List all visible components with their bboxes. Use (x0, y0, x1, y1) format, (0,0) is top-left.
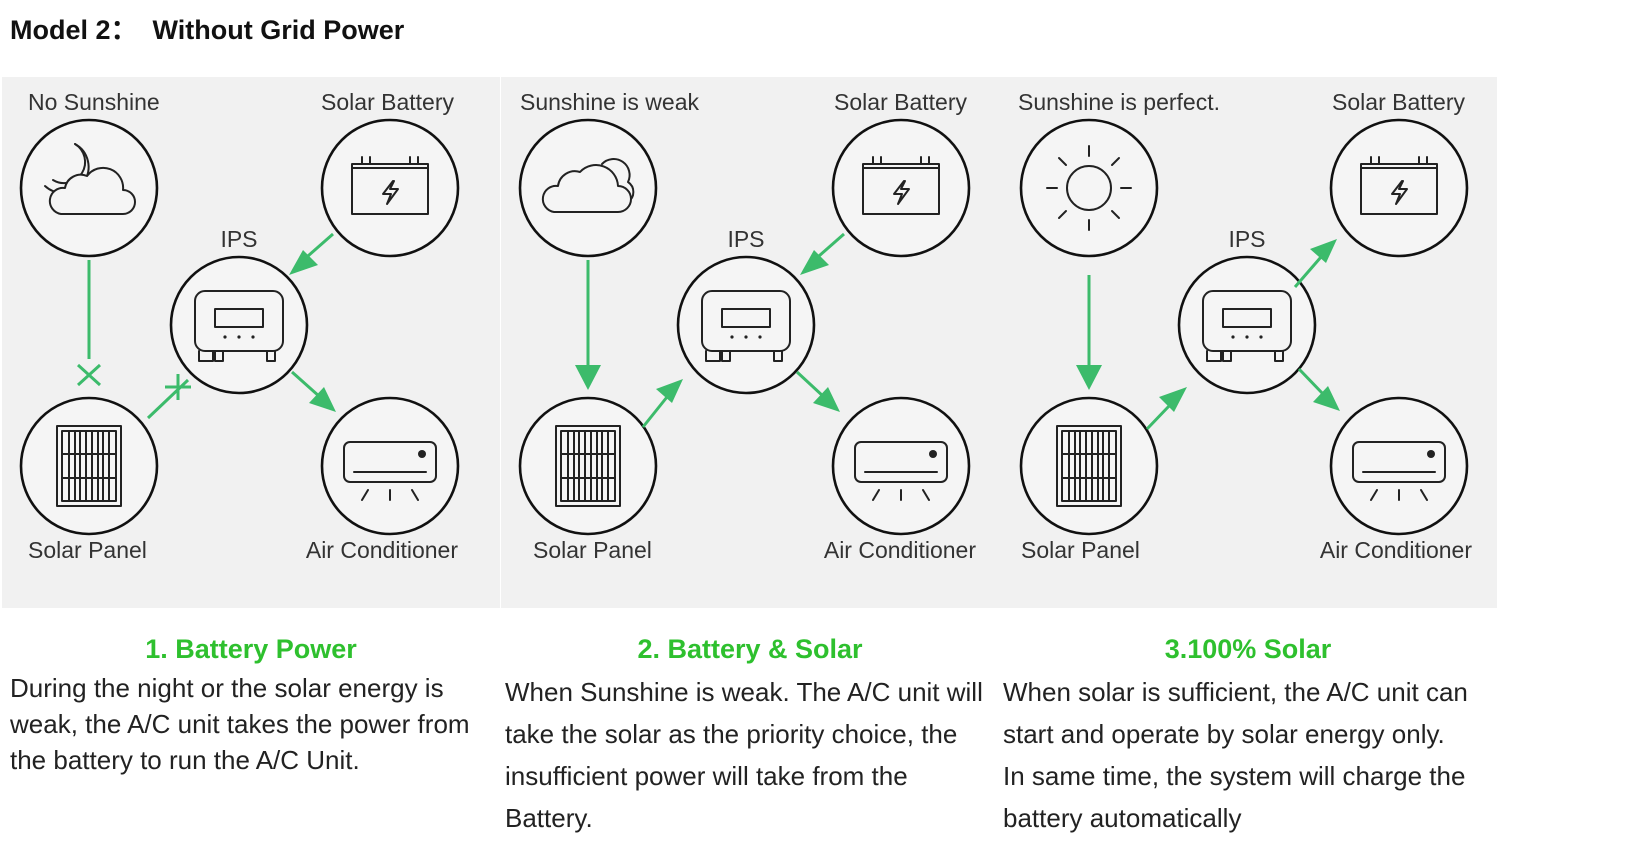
air-conditioner-icon (1329, 396, 1469, 536)
air-conditioner-label: Air Conditioner (306, 537, 458, 563)
battery-icon (831, 118, 971, 258)
air-conditioner-icon (320, 396, 460, 536)
solar-panel-icon (518, 396, 658, 536)
flow-panel-to-ips-arrow (1145, 387, 1187, 431)
flow-sunshine-to-panel-arrow (575, 260, 601, 390)
caption-battery-and-solar: 2. Battery & Solar (637, 634, 863, 664)
cloud-icon (518, 118, 658, 258)
diagram-panel-full-solar: Sunshine is perfect. Solar Battery IPS S… (999, 77, 1497, 608)
battery-label: Solar Battery (834, 89, 967, 115)
ips-label: IPS (1228, 226, 1265, 252)
flow-ips-to-ac-arrow (795, 370, 840, 412)
weather-status-label: Sunshine is weak (520, 89, 699, 115)
flow-panel-to-ips-blocked (146, 374, 191, 420)
flow-ips-to-ac-arrow (1297, 367, 1340, 411)
battery-icon (320, 118, 460, 258)
description-battery-and-solar: When Sunshine is weak. The A/C unit will… (505, 677, 983, 833)
air-conditioner-label: Air Conditioner (1320, 537, 1472, 563)
battery-label: Solar Battery (1332, 89, 1465, 115)
ips-inverter-icon (169, 255, 309, 395)
ips-label: IPS (220, 226, 257, 252)
diagram-full-solar: Sunshine is perfect. Solar Battery IPS S… (1018, 89, 1472, 563)
moon-cloud-icon (19, 118, 159, 258)
air-conditioner-label: Air Conditioner (824, 537, 976, 563)
battery-label: Solar Battery (321, 89, 454, 115)
solar-panel-label: Solar Panel (533, 537, 652, 563)
flow-battery-to-ips-arrow (289, 232, 334, 275)
air-conditioner-icon (831, 396, 971, 536)
ips-label: IPS (727, 226, 764, 252)
solar-panel-label: Solar Panel (1021, 537, 1140, 563)
ips-inverter-icon (1177, 255, 1317, 395)
ips-inverter-icon (676, 255, 816, 395)
page-title: Model 2： Without Grid Power (10, 15, 405, 45)
description-full-solar: When solar is sufficient, the A/C unit c… (1003, 677, 1468, 833)
solar-panel-label: Solar Panel (28, 537, 147, 563)
caption-full-solar: 3.100% Solar (1164, 634, 1332, 664)
sun-icon (1019, 118, 1159, 258)
caption-battery-power: 1. Battery Power (145, 634, 357, 664)
flow-battery-to-ips-arrow (800, 232, 845, 275)
weather-status-label: Sunshine is perfect. (1018, 89, 1220, 115)
description-battery-power: During the night or the solar energy is … (10, 673, 470, 775)
solar-panel-icon (19, 396, 159, 536)
solar-panel-icon (1019, 396, 1159, 536)
diagram-battery-power: No Sunshine Solar Battery IPS Solar Pane… (19, 89, 460, 563)
weather-status-label: No Sunshine (28, 89, 160, 115)
diagram-panel-battery-and-solar: Sunshine is weak Solar Battery IPS Solar… (501, 77, 999, 608)
flow-ips-to-battery-arrow (1293, 239, 1337, 288)
diagram-battery-and-solar: Sunshine is weak Solar Battery IPS Solar… (518, 89, 976, 563)
battery-icon (1329, 118, 1469, 258)
flow-panel-to-ips-arrow (641, 379, 683, 428)
flow-sunshine-to-panel-arrow (1076, 275, 1102, 390)
diagram-panel-battery-power: No Sunshine Solar Battery IPS Solar Pane… (2, 77, 500, 608)
flow-ips-to-ac-arrow (291, 370, 336, 412)
flow-sunshine-to-panel-blocked (76, 260, 102, 387)
